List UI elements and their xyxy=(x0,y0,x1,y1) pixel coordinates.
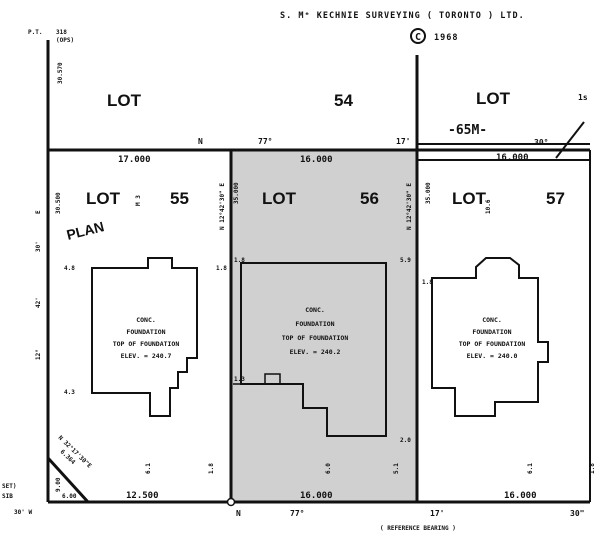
corner-cut-line xyxy=(46,456,90,504)
f56-line4: ELEV. = 240.2 xyxy=(290,348,341,356)
off55-a: 4.8 xyxy=(64,265,75,272)
f56-line3: TOP OF FOUNDATION xyxy=(282,334,349,342)
f56-line1: CONC. xyxy=(305,306,325,314)
lot-56-label: LOT xyxy=(262,189,297,208)
reference-bearing: ( REFERENCE BEARING ) xyxy=(380,525,456,532)
south-line-angle: 77° xyxy=(290,509,304,518)
north-line-30: 30° xyxy=(534,138,548,147)
north-line-min: 17' xyxy=(396,137,410,146)
corner-marker-sub: (OPS) xyxy=(56,37,74,44)
frontage-bottom-lot55: 12.500 xyxy=(126,491,159,501)
lot-54-right-label: LOT xyxy=(476,89,511,108)
left-angle-42: 42' xyxy=(35,297,42,308)
f57-line3: TOP OF FOUNDATION xyxy=(459,340,526,348)
south-line-n: N xyxy=(236,509,241,518)
f57-line2: FOUNDATION xyxy=(472,328,511,336)
off56-d: 6.0 xyxy=(325,463,332,474)
lot-55-label: LOT xyxy=(86,189,121,208)
lot-55-plan: M 3 xyxy=(135,195,142,206)
right-depth: 35.000 xyxy=(425,182,432,204)
lot-57-number: 57 xyxy=(546,189,565,208)
copyright-letter: C xyxy=(415,32,421,43)
off55-b: 1.8 xyxy=(216,265,227,272)
copyright-circle xyxy=(410,28,426,44)
frontage-bottom-lot57: 16.000 xyxy=(504,491,537,501)
f55-line3: TOP OF FOUNDATION xyxy=(113,340,180,348)
north-line-angle: 77° xyxy=(258,137,272,146)
off55-c: 4.3 xyxy=(64,389,75,396)
frontage-bottom-lot56: 16.000 xyxy=(300,491,333,501)
off56-b: 5.9 xyxy=(400,257,411,264)
lot-57-foundation-outline xyxy=(431,257,549,417)
lot-56-step-detail xyxy=(233,373,281,385)
off57-c: 1.8 xyxy=(589,463,596,474)
lot-56-number: 56 xyxy=(360,189,379,208)
off55-d: 6.1 xyxy=(145,463,152,474)
off56-c: 1.3 xyxy=(234,376,245,383)
monument-marker xyxy=(226,497,236,507)
f57-line4: ELEV. = 240.0 xyxy=(467,352,518,360)
corner-marker-label: P.T. xyxy=(28,29,42,36)
corner-marker-code: 318 xyxy=(56,29,67,36)
left-depth: 30.500 xyxy=(55,192,62,214)
north-arrow-stroke xyxy=(555,121,585,159)
off56-f: 5.1 xyxy=(393,463,400,474)
off57-a: 1.8 xyxy=(422,279,433,286)
south-line-min: 17' xyxy=(430,509,444,518)
bottom-left-d1: 9.00 xyxy=(55,477,62,492)
frontage-top-lot55: 17.000 xyxy=(118,155,151,165)
lot-54-number: 54 xyxy=(334,91,353,110)
lot-55-foundation-outline xyxy=(91,257,198,417)
off55-e: 1.8 xyxy=(208,463,215,474)
f56-line2: FOUNDATION xyxy=(295,320,334,328)
south-line-30: 30" xyxy=(570,509,584,518)
bearing-mid: N 12°42'30" E xyxy=(219,183,226,230)
lot-57-label: LOT xyxy=(452,189,487,208)
top-left-depth: 30.570 xyxy=(57,62,64,84)
lot-55-number: 55 xyxy=(170,189,189,208)
plan-year: 1968 xyxy=(434,33,458,43)
north-arrow-label: -65M- xyxy=(448,123,487,138)
left-angle-30: 30' xyxy=(35,241,42,252)
f55-line4: ELEV. = 240.7 xyxy=(121,352,172,360)
f55-line2: FOUNDATION xyxy=(126,328,165,336)
bottom-left-sib: SIB xyxy=(2,493,13,500)
plan-label: PLAN xyxy=(65,218,106,243)
off56-a: 1.8 xyxy=(234,257,245,264)
lot-top-right-mark: 1s xyxy=(578,93,588,102)
f57-line1: CONC. xyxy=(482,316,502,324)
mid-depth: 35.000 xyxy=(233,182,240,204)
bottom-left-angle: 30' W xyxy=(14,509,32,516)
off56-e: 2.0 xyxy=(400,437,411,444)
f55-line1: CONC. xyxy=(136,316,156,324)
bottom-left-set: SET) xyxy=(2,483,16,490)
bottom-left-d2: 6.00 xyxy=(62,493,77,500)
lot-54-left-label: LOT xyxy=(107,91,142,110)
frontage-top-lot57: 16.000 xyxy=(496,153,529,163)
lot-57-plan: 10.6 xyxy=(485,199,492,214)
bearing-right: N 12°42'30" E xyxy=(406,183,413,230)
frontage-top-lot56: 16.000 xyxy=(300,155,333,165)
off57-b: 6.1 xyxy=(527,463,534,474)
company-title: S. Mᵉ KECHNIE SURVEYING ( TORONTO ) LTD. xyxy=(280,11,525,21)
left-angle-12: 12° xyxy=(35,349,42,360)
left-angle-e: E xyxy=(35,210,42,214)
north-line-n: N xyxy=(198,137,203,146)
